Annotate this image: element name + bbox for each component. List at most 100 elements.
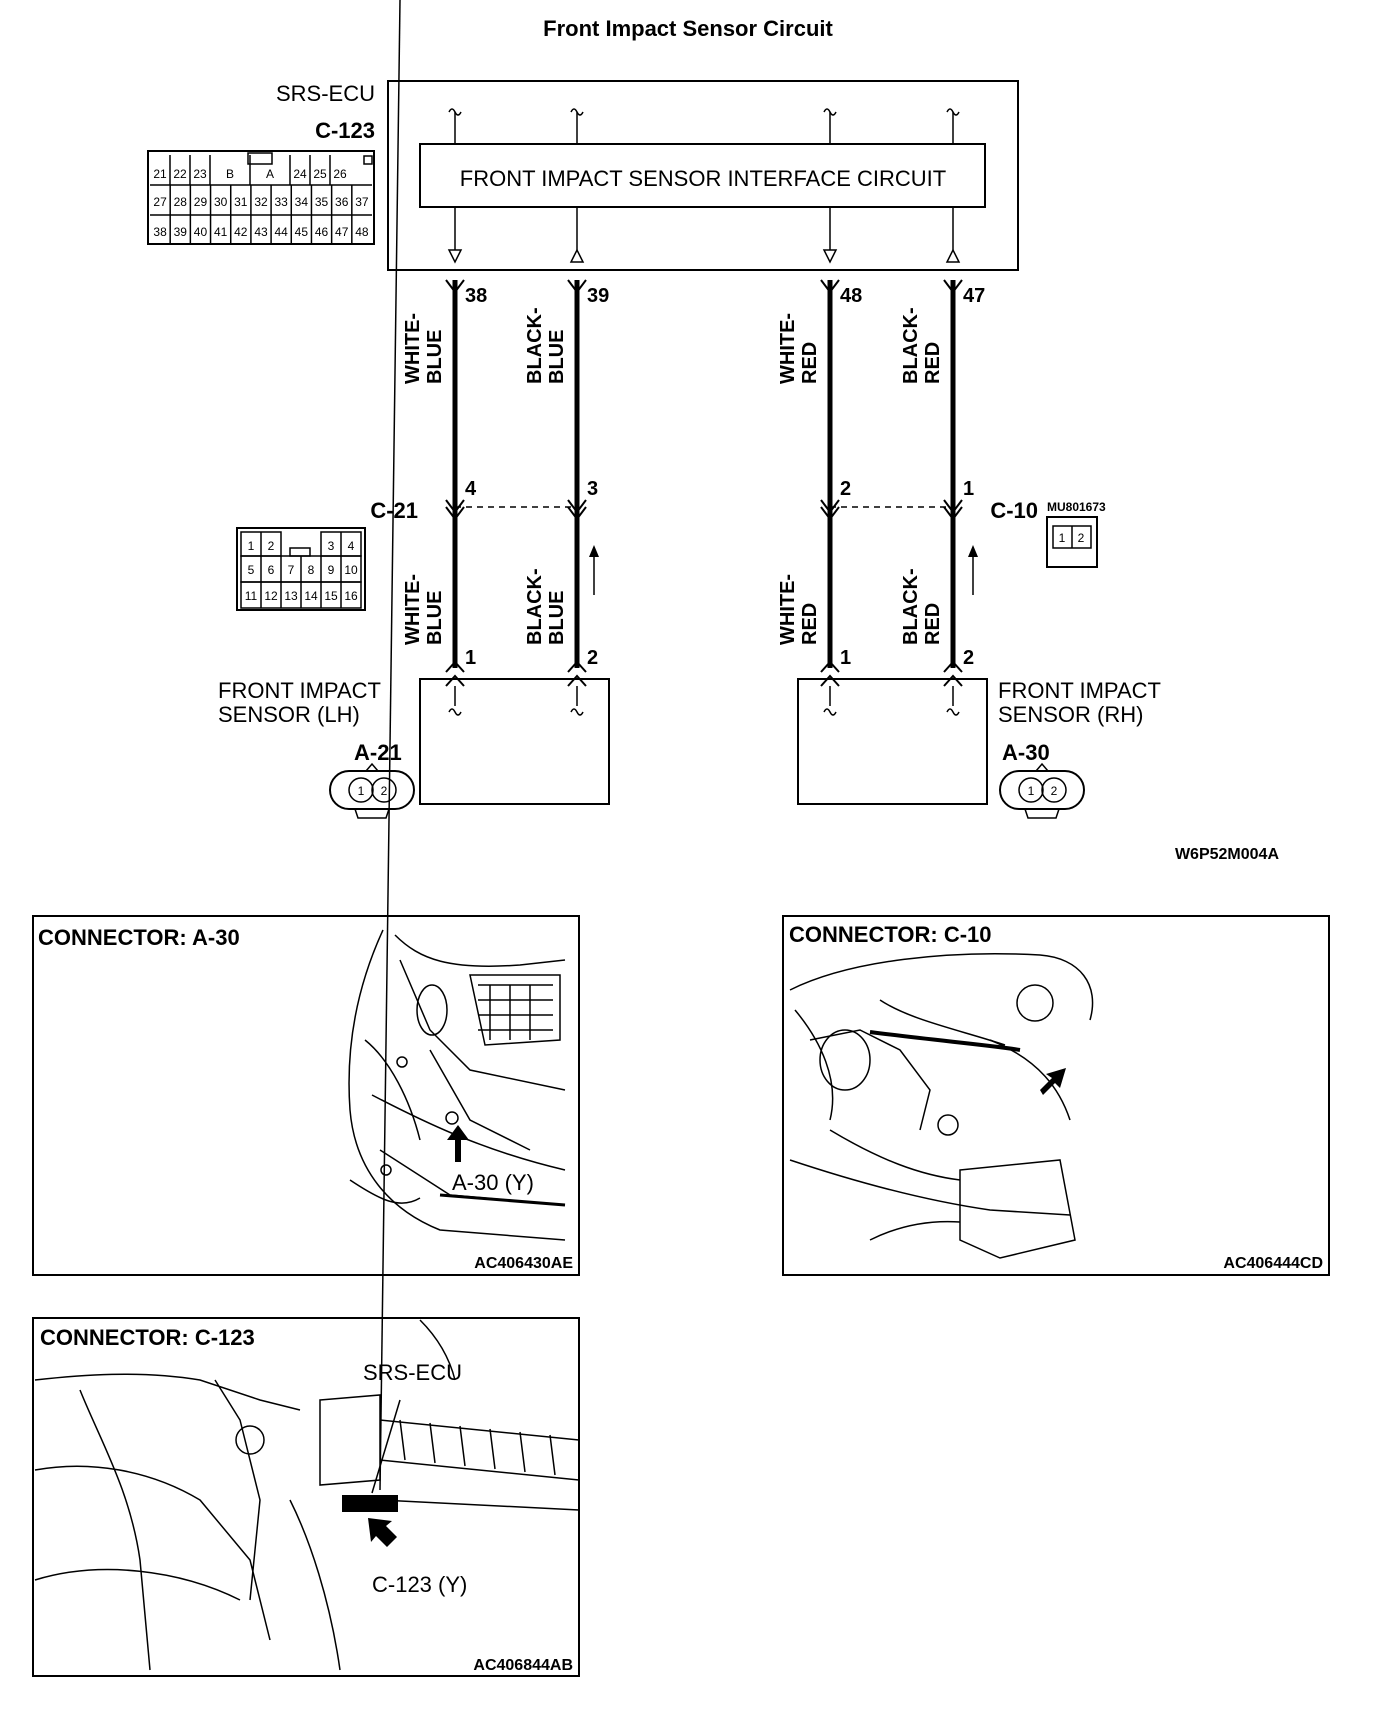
c21-cell: 3 [328,539,335,553]
sensor-pin-number: 2 [587,647,598,669]
c10-label: C-10 [990,498,1038,523]
a30-connector-face: 1 2 [999,762,1085,819]
srs-ecu-leader-line [371,1399,401,1494]
c10-part-number: MU801673 [1047,500,1106,514]
panel-c123-title: CONNECTOR: C-123 [40,1325,255,1350]
c21-cell: 2 [268,539,275,553]
panel-c123-code: AC406844AB [473,1657,573,1674]
panel-a30-code: AC406430AE [474,1255,573,1272]
wire-color-upper: BLACK-BLUE [524,307,568,384]
svg-text:RED: RED [922,342,944,384]
panel-c10-title: CONNECTOR: C-10 [789,922,992,947]
c123-cell: 48 [355,225,369,239]
c123-cell: 38 [153,225,167,239]
svg-text:BLACK-: BLACK- [524,568,546,645]
svg-text:WHITE-: WHITE- [777,574,799,645]
c10-cell-1: 1 [1059,531,1066,545]
c123-cell: 28 [174,195,188,209]
diagram-title: Front Impact Sensor Circuit [543,16,833,41]
sensor-rh-connector-label: A-30 [1002,740,1050,765]
svg-text:BLACK-: BLACK- [524,307,546,384]
c123-cell: 36 [335,195,349,209]
dash-harness [869,1030,1021,1052]
wire-color-upper: BLACK-RED [900,307,944,384]
wire-color-lower: WHITE-RED [777,574,821,645]
c123-cell: 35 [315,195,329,209]
a21-connector-face: 1 2 [329,762,415,819]
svg-text:BLUE: BLUE [546,591,568,645]
c123-cell: 43 [254,225,268,239]
c123-cell: 26 [333,167,347,181]
up-arrow-left [589,545,599,595]
c21-cell: 10 [344,563,358,577]
panel-c10-code: AC406444CD [1223,1255,1323,1272]
figure-code: W6P52M004A [1175,846,1279,863]
c21-cell: 13 [284,589,298,603]
wire-color-lower: BLACK-RED [900,568,944,645]
c10-locator-arrow [1040,1068,1066,1095]
svg-text:RED: RED [799,342,821,384]
floor-console-illustration [34,1319,580,1671]
c10-connector-face: 1 2 [1046,516,1098,568]
junction-pin-number: 4 [465,478,477,500]
c123-cell: 41 [214,225,228,239]
svg-text:RED: RED [799,603,821,645]
c123-cell: 44 [275,225,289,239]
ecu-pin-number: 48 [840,285,862,307]
c123-cell: 22 [173,167,187,181]
a21-pin-1: 1 [358,784,365,798]
sensor-rh-label-line2: SENSOR (RH) [998,702,1143,727]
c21-cell: 9 [328,563,335,577]
panel-c123-ecu-label: SRS-ECU [363,1360,462,1385]
c123-locator-arrow [368,1518,397,1547]
c123-cell: 23 [193,167,207,181]
c21-cell: 6 [268,563,275,577]
c123-cell: A [266,167,274,181]
c123-cell: 25 [313,167,327,181]
svg-text:WHITE-: WHITE- [402,574,424,645]
a30-pin-1: 1 [1028,784,1035,798]
a30-locator-arrow [447,1125,469,1162]
svg-text:BLUE: BLUE [424,591,446,645]
junction-pin-number: 3 [587,478,598,500]
c123-cell: 29 [194,195,208,209]
svg-text:BLUE: BLUE [546,330,568,384]
svg-text:WHITE-: WHITE- [777,313,799,384]
sensor-lh-label-line1: FRONT IMPACT [218,678,381,703]
sensor-pin-number: 2 [963,647,974,669]
ecu-name: SRS-ECU [276,81,375,106]
svg-text:WHITE-: WHITE- [402,313,424,384]
panel-c123-callout: C-123 (Y) [372,1572,467,1597]
c123-connector-shape [342,1495,398,1512]
interface-circuit-box [419,143,986,208]
c123-cell: 37 [355,195,369,209]
c123-cell: 39 [174,225,188,239]
ecu-pin-number: 38 [465,285,487,307]
c21-cell: 7 [288,563,295,577]
sensor-pin-number: 1 [840,647,851,669]
srs-ecu-leader [379,0,401,1491]
wire-color-upper: WHITE-BLUE [402,313,446,384]
c21-cell: 1 [248,539,255,553]
up-arrow-right [968,545,978,595]
svg-text:BLACK-: BLACK- [900,568,922,645]
c21-cell: 16 [344,589,358,603]
c123-cell: 47 [335,225,349,239]
ecu-pin-number: 47 [963,285,985,307]
interface-circuit-label: FRONT IMPACT SENSOR INTERFACE CIRCUIT [460,166,946,191]
c21-cell: 14 [304,589,318,603]
c123-cell: 40 [194,225,208,239]
c21-cell: 8 [308,563,315,577]
c21-cell: 11 [245,589,258,603]
panel-a30-callout: A-30 (Y) [452,1170,534,1195]
a21-pin-2: 2 [381,784,388,798]
ecu-pin-number: 39 [587,285,609,307]
c123-cell: 45 [295,225,309,239]
svg-text:BLACK-: BLACK- [900,307,922,384]
c123-cell: 32 [254,195,268,209]
